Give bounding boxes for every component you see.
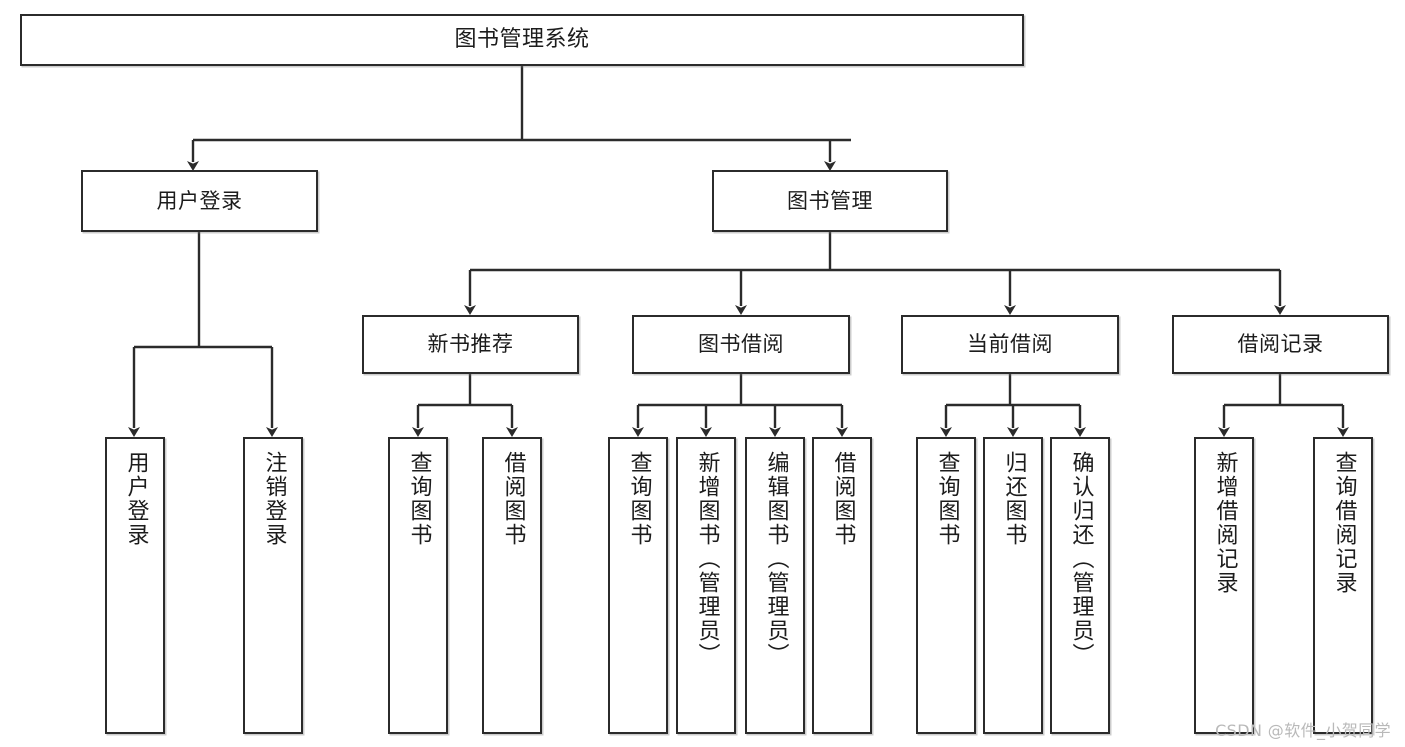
node-leaf-query-book-2[interactable]: 查询图书 [608,437,668,734]
node-leaf-edit-book[interactable]: 编辑图书（管理员） [745,437,805,734]
node-leaf-borrow-book-1[interactable]: 借阅图书 [482,437,542,734]
node-leaf-edit-book-label: 编辑图书（管理员） [763,451,789,667]
node-leaf-borrow-book-2[interactable]: 借阅图书 [812,437,872,734]
node-leaf-add-record[interactable]: 新增借阅记录 [1194,437,1254,734]
node-leaf-add-book-label: 新增图书（管理员） [694,451,720,667]
node-leaf-query-book-1-label: 查询图书 [406,451,432,547]
node-root[interactable]: 图书管理系统 [20,14,1024,66]
node-leaf-query-book-3-label: 查询图书 [934,451,960,547]
node-book-manage[interactable]: 图书管理 [712,170,948,232]
node-book-manage-label: 图书管理 [787,188,873,213]
node-leaf-user-login[interactable]: 用户登录 [105,437,165,734]
node-leaf-query-record-label: 查询借阅记录 [1331,451,1357,595]
node-leaf-query-book-2-label: 查询图书 [626,451,652,547]
node-borrow-record-label: 借阅记录 [1237,332,1324,357]
node-root-label: 图书管理系统 [454,27,590,53]
node-book-borrow-label: 图书借阅 [698,332,784,357]
node-borrow-record[interactable]: 借阅记录 [1172,315,1389,374]
node-leaf-borrow-book-2-label: 借阅图书 [830,451,856,547]
node-leaf-borrow-book-1-label: 借阅图书 [500,451,526,547]
node-leaf-query-book-1[interactable]: 查询图书 [388,437,448,734]
node-user-login-label: 用户登录 [156,188,243,213]
node-leaf-user-login-label: 用户登录 [123,451,149,547]
node-leaf-query-record[interactable]: 查询借阅记录 [1313,437,1373,734]
node-leaf-logout[interactable]: 注销登录 [243,437,303,734]
node-leaf-add-record-label: 新增借阅记录 [1212,451,1238,595]
node-current-borrow-label: 当前借阅 [967,332,1053,357]
node-current-borrow[interactable]: 当前借阅 [901,315,1119,374]
node-leaf-confirm-return-label: 确认归还（管理员） [1068,451,1094,667]
node-leaf-logout-label: 注销登录 [261,451,287,547]
node-leaf-return-book[interactable]: 归还图书 [983,437,1043,734]
node-new-book-recommend[interactable]: 新书推荐 [362,315,579,374]
node-leaf-add-book[interactable]: 新增图书（管理员） [676,437,736,734]
node-leaf-return-book-label: 归还图书 [1001,451,1027,547]
node-user-login[interactable]: 用户登录 [81,170,318,232]
node-new-book-recommend-label: 新书推荐 [427,332,514,357]
watermark: CSDN @软件_小贺同学 [1215,721,1391,740]
node-leaf-confirm-return[interactable]: 确认归还（管理员） [1050,437,1110,734]
node-leaf-query-book-3[interactable]: 查询图书 [916,437,976,734]
node-book-borrow[interactable]: 图书借阅 [632,315,850,374]
